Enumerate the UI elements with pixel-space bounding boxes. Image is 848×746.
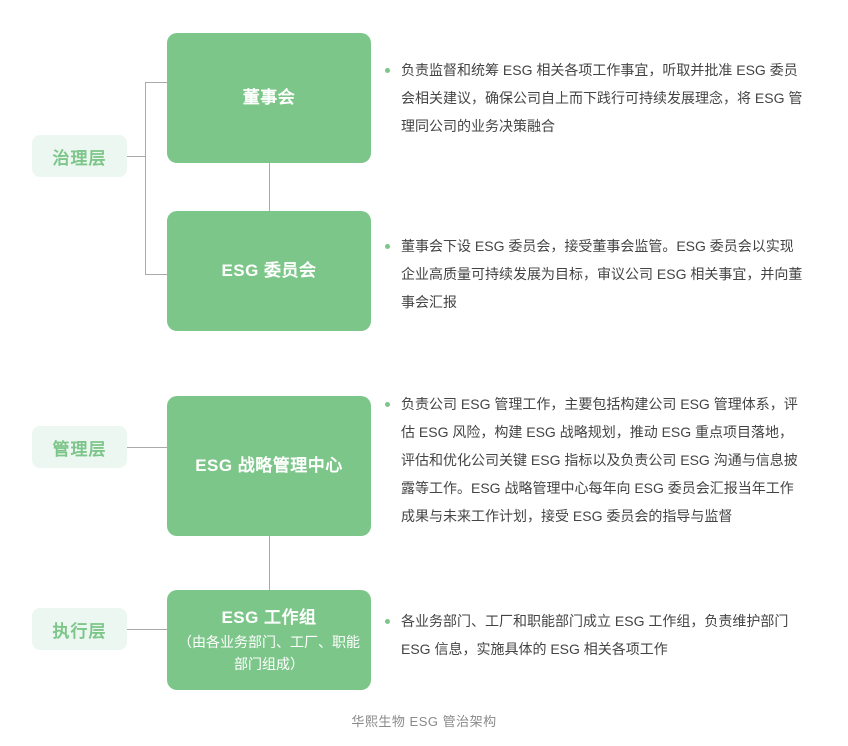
description-esg-committee: 董事会下设 ESG 委员会，接受董事会监管。ESG 委员会以实现企业高质量可持续…: [385, 232, 805, 316]
node-esg-workgroup: ESG 工作组 （由各业务部门、工厂、职能部门组成）: [167, 590, 371, 690]
layer-label-execution-text: 执行层: [52, 621, 107, 641]
node-esg-workgroup-subtitle: （由各业务部门、工厂、职能部门组成）: [178, 634, 360, 672]
connector-governance-spine: [145, 82, 146, 275]
node-esg-workgroup-title: ESG 工作组: [221, 607, 317, 627]
connector-management-stem: [127, 447, 167, 448]
connector-governance-arm-committee: [145, 274, 167, 275]
description-board: 负责监督和统筹 ESG 相关各项工作事宜，听取并批准 ESG 委员会相关建议，确…: [385, 56, 805, 140]
layer-label-management: 管理层: [32, 426, 127, 468]
connector-governance-stem: [127, 156, 145, 157]
node-board: 董事会: [167, 33, 371, 163]
layer-label-governance-text: 治理层: [52, 148, 107, 168]
node-esg-strategy-center: ESG 战略管理中心: [167, 396, 371, 536]
connector-execution-stem: [127, 629, 167, 630]
connector-governance-arm-board: [145, 82, 167, 83]
layer-label-management-text: 管理层: [52, 439, 107, 459]
node-esg-strategy-center-title: ESG 战略管理中心: [195, 456, 343, 476]
description-esg-workgroup: 各业务部门、工厂和职能部门成立 ESG 工作组，负责维护部门 ESG 信息，实施…: [385, 607, 805, 663]
node-esg-committee: ESG 委员会: [167, 211, 371, 331]
node-esg-committee-title: ESG 委员会: [221, 261, 317, 281]
layer-label-execution: 执行层: [32, 608, 127, 650]
node-board-title: 董事会: [242, 88, 296, 108]
connector-board-to-committee: [269, 163, 270, 211]
connector-center-to-workgroup: [269, 536, 270, 590]
description-esg-strategy-center: 负责公司 ESG 管理工作，主要包括构建公司 ESG 管理体系，评估 ESG 风…: [385, 390, 805, 530]
diagram-caption: 华熙生物 ESG 管治架构: [351, 714, 497, 729]
layer-label-governance: 治理层: [32, 135, 127, 177]
